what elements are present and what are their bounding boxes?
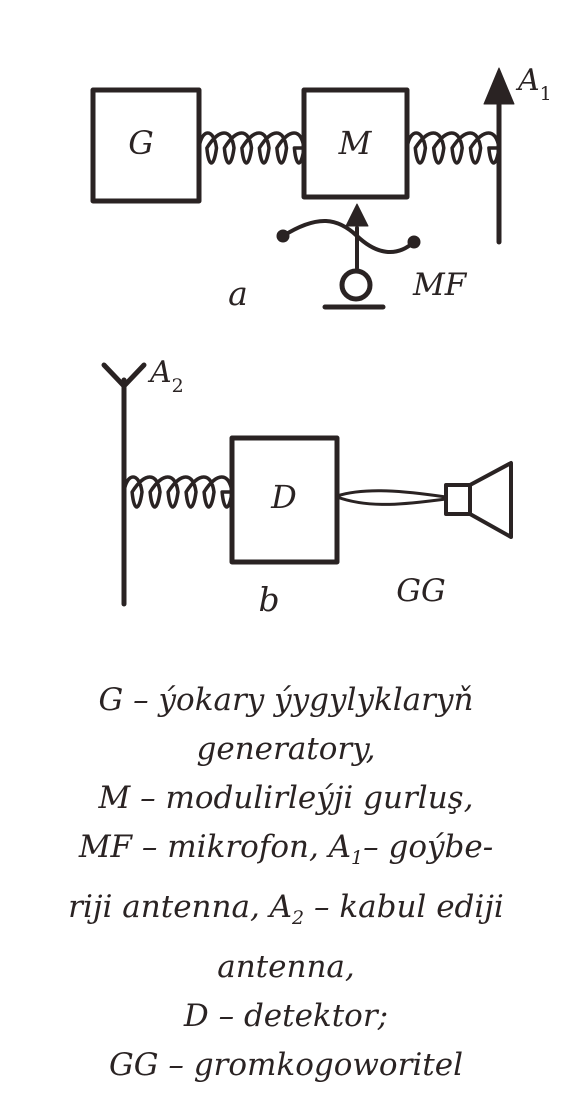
legend-line-1: G – ýokary ýygylyklaryň	[98, 682, 474, 718]
detector-block	[229, 435, 340, 565]
loudspeaker-cone-icon	[468, 461, 513, 539]
receive-coupling-coil	[122, 475, 234, 509]
modulator-label: M	[338, 124, 373, 162]
generator-label: G	[128, 124, 154, 162]
microphone-signal-arrow-icon	[345, 203, 369, 227]
transmit-antenna-arrow-icon	[483, 67, 515, 105]
microphone-wave-line	[281, 219, 416, 255]
legend-line-4: MF – mikrofon, A1– goýbe-	[78, 829, 494, 869]
generator-coupling-coil	[197, 131, 306, 165]
diagram-b-caption: b	[258, 580, 279, 619]
legend-line-7: D – detektor;	[183, 998, 389, 1034]
legend-line-5: riji antenna, A2 – kabul ediji	[68, 889, 504, 929]
detector-label: D	[270, 478, 297, 516]
microphone-label: MF	[412, 267, 468, 303]
legend: G – ýokary ýygylyklaryň generatory, M – …	[0, 676, 572, 1090]
loudspeaker-wire-upper	[335, 489, 448, 499]
transmit-antenna-label: A1	[515, 63, 552, 105]
microphone-icon	[339, 268, 373, 302]
microphone-terminal-left	[276, 229, 290, 243]
diagram-a-caption: a	[228, 274, 248, 313]
receive-antenna-label: A2	[147, 355, 184, 397]
legend-line-6: antenna,	[217, 949, 355, 985]
antenna-coupling-coil	[405, 131, 501, 165]
loudspeaker-magnet-icon	[444, 483, 472, 516]
loudspeaker-label: GG	[396, 573, 446, 609]
receive-antenna-icon	[101, 362, 147, 389]
legend-line-8: GG – gromkogoworitel	[108, 1047, 464, 1083]
radio-scheme-diagram: G M A1 MF a A2 D b GG	[90, 63, 552, 619]
legend-line-3: M – modulirleýji gurluş,	[98, 780, 474, 816]
legend-line-2: generatory,	[196, 731, 376, 767]
loudspeaker-wire-lower	[335, 495, 448, 506]
microphone-terminal-right	[407, 235, 421, 249]
